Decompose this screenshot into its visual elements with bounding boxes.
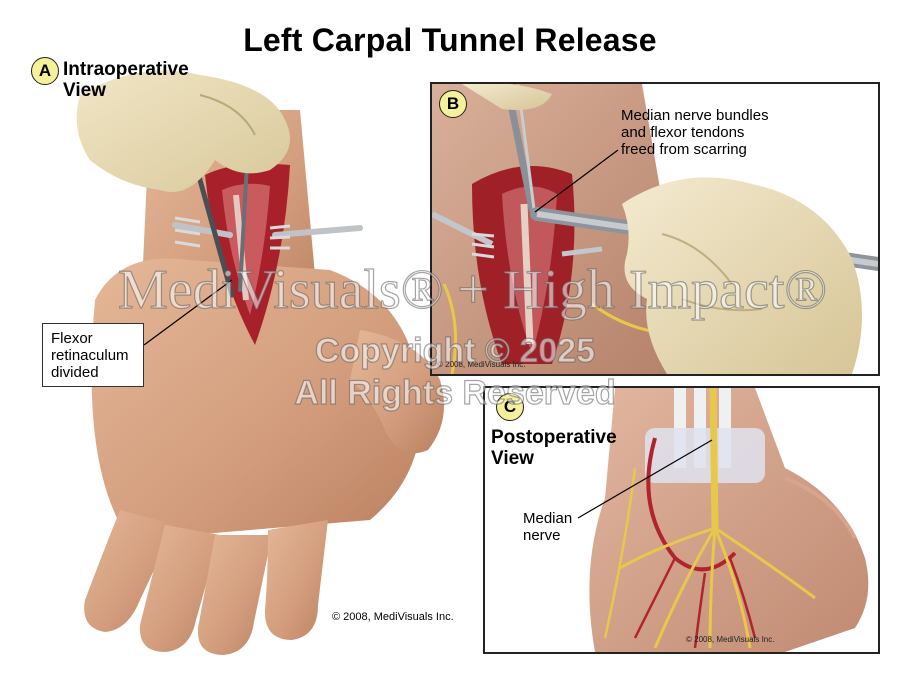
hand-intraoperative-illustration [76,70,444,655]
panel-b-copyright: © 2008, MediVisuals Inc. [437,360,526,369]
panel-c-title-line1: Postoperative [491,427,617,448]
panel-a-badge: A [31,57,59,85]
retinaculum-callout-line2: retinaculum [51,347,129,364]
panel-b-frame [430,82,880,376]
watermark-rights: All Rights Reserved [294,373,616,412]
watermark-copyright: Copyright © 2025 [314,331,596,370]
median-nerve-annotation-line2: nerve [523,527,561,544]
nerve-bundles-annotation-line2: and flexor tendons [621,124,745,141]
nerve-bundles-annotation-line3: freed from scarring [621,141,747,158]
median-nerve-annotation: Median nerve [523,510,572,544]
panel-a-title-line2: View [63,80,106,101]
nerve-bundles-annotation: Median nerve bundles and flexor tendons … [621,107,769,158]
panel-c-copyright: © 2008, MediVisuals Inc. [686,635,775,644]
panel-c-title: Postoperative View [491,427,617,469]
panel-b-badge: B [439,90,467,118]
retinaculum-callout-line3: divided [51,364,99,381]
nerve-bundles-annotation-line1: Median nerve bundles [621,107,769,124]
median-nerve-annotation-line1: Median [523,510,573,527]
nerve-release-illustration [432,84,878,374]
panel-a-illustration [76,70,444,655]
panel-a-title: Intraoperative View [63,59,189,101]
retinaculum-leader-line [143,279,233,346]
retinaculum-callout-line1: Flexor [51,330,93,347]
figure-title: Left Carpal Tunnel Release [243,22,657,58]
panel-c-title-line2: View [491,448,534,469]
retinaculum-callout: Flexor retinaculum divided [42,323,144,387]
watermark-brand: MediVisuals® + High Impact® [117,258,827,321]
panel-a-copyright: © 2008, MediVisuals Inc. [332,611,454,623]
panel-a-title-line1: Intraoperative [63,59,189,80]
panel-c-badge: C [496,393,524,421]
